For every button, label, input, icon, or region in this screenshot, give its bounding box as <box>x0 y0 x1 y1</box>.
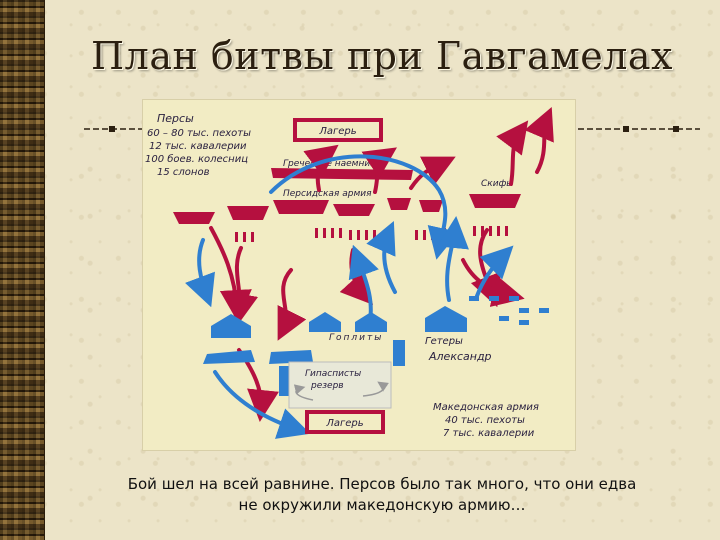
scythians-label: Скифы <box>481 179 513 189</box>
alexander-label: Александр <box>428 350 492 363</box>
decorative-border <box>0 0 45 540</box>
battle-diagram: Персы 60 – 80 тыс. пехоты 12 тыс. кавале… <box>143 100 575 450</box>
persian-forces-label: Персы 60 – 80 тыс. пехоты 12 тыс. кавале… <box>145 112 251 178</box>
persian-chariots <box>235 226 508 242</box>
slide-title: План битвы при Гавгамелах <box>91 34 673 78</box>
svg-text:12 тыс. кавалерии: 12 тыс. кавалерии <box>149 141 247 152</box>
slide-caption: Бой шел на всей равнине. Персов было так… <box>44 474 720 516</box>
battle-plan-svg: Персы 60 – 80 тыс. пехоты 12 тыс. кавале… <box>145 106 554 439</box>
svg-text:15 слонов: 15 слонов <box>157 167 210 178</box>
svg-text:Лагерь: Лагерь <box>318 126 356 137</box>
svg-text:Гипасписты: Гипасписты <box>305 369 361 379</box>
caption-line-2: не окружили македонскую армию… <box>238 496 526 514</box>
hetairoi-label: Гетеры <box>425 336 463 347</box>
decorative-dash-right <box>578 126 700 132</box>
persian-front-units <box>173 194 521 224</box>
svg-text:100 боев. колесниц: 100 боев. колесниц <box>145 153 248 165</box>
svg-text:Лагерь: Лагерь <box>325 418 363 429</box>
macedonian-camp: Лагерь <box>305 410 385 434</box>
svg-text:40 тыс. пехоты: 40 тыс. пехоты <box>445 415 525 426</box>
macedonian-forces-label: Македонская армия 40 тыс. пехоты 7 тыс. … <box>433 402 539 439</box>
persian-army-label: Персидская армия <box>283 189 372 199</box>
svg-text:7 тыс. кавалерии: 7 тыс. кавалерии <box>443 428 535 439</box>
svg-text:Македонская армия: Македонская армия <box>433 402 539 413</box>
decorative-dash-left <box>84 126 144 132</box>
svg-text:60 – 80 тыс. пехоты: 60 – 80 тыс. пехоты <box>147 128 251 139</box>
svg-text:Персы: Персы <box>157 112 194 125</box>
macedonian-front-units <box>203 296 549 396</box>
hypaspists-reserve: Гипасписты резерв <box>288 361 392 409</box>
hoplites-label: Гоплиты <box>329 333 383 343</box>
svg-text:резерв: резерв <box>310 381 344 391</box>
persian-camp: Лагерь <box>293 118 383 142</box>
caption-line-1: Бой шел на всей равнине. Персов было так… <box>127 475 637 493</box>
